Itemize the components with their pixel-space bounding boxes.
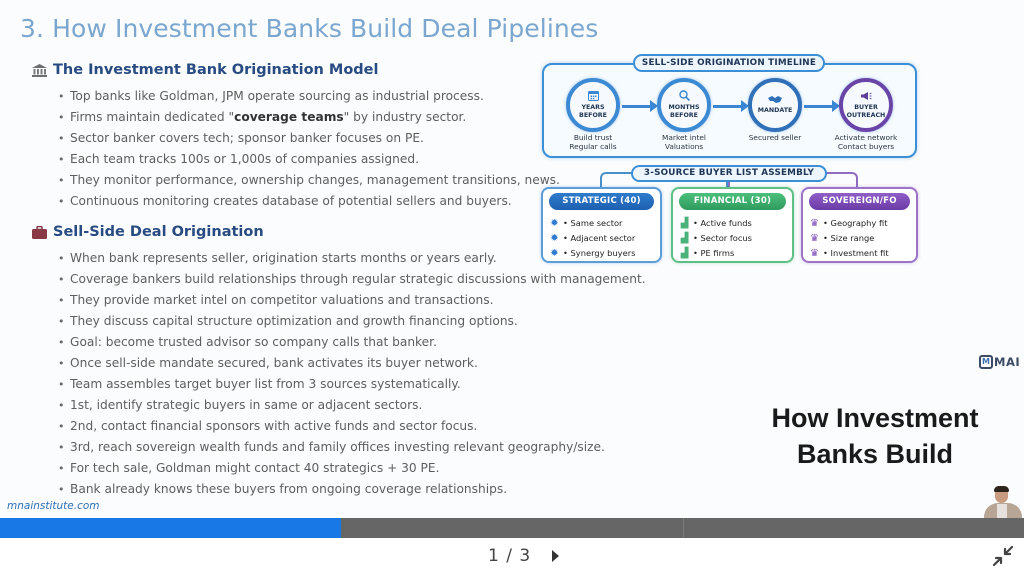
page-title: 3. How Investment Banks Build Deal Pipel… — [20, 14, 599, 43]
timeline-caption: Market intel Valuations — [662, 133, 706, 151]
video-title: How Investment Banks Build — [771, 403, 979, 469]
source-item: ♛• Investment fit — [810, 248, 889, 259]
timeline-step-mandate: MANDATE — [748, 78, 802, 132]
bullet-item: 2nd, contact financial sponsors with act… — [58, 416, 646, 437]
calendar-icon — [587, 90, 599, 104]
logo-mark-icon: M — [979, 355, 993, 369]
bullet-item: Team assembles target buyer list from 3 … — [58, 374, 646, 395]
progress-segment-1[interactable] — [0, 518, 341, 538]
crown-icon: ♛ — [810, 233, 819, 244]
section-heading-origination-model: The Investment Bank Origination Model — [32, 62, 378, 78]
building-icon: ▟ — [680, 233, 689, 244]
website-link: mnainstitute.com — [7, 500, 100, 512]
source-card-title: FINANCIAL (30) — [679, 193, 786, 210]
timeline-step-months-before: MONTHS BEFORE — [657, 78, 711, 132]
source-item: ♛• Size range — [810, 233, 875, 244]
bullet-item: 1st, identify strategic buyers in same o… — [58, 395, 646, 416]
bullet-item: Coverage bankers build relationships thr… — [58, 269, 646, 290]
player-controls: 1 / 3 — [0, 538, 1024, 576]
bullet-item: 3rd, reach sovereign wealth funds and fa… — [58, 437, 646, 458]
bullet-item: They discuss capital structure optimizat… — [58, 311, 646, 332]
timeline-caption: Activate network Contact buyers — [834, 133, 898, 151]
timeline-step-years-before: YEARS BEFORE — [566, 78, 620, 132]
source-card-title: SOVEREIGN/FO — [809, 193, 910, 210]
bullet-item: When bank represents seller, origination… — [58, 248, 646, 269]
gear-icon: ✹ — [550, 233, 559, 244]
section-heading-sell-side: Sell-Side Deal Origination — [32, 224, 264, 240]
source-card-financial: FINANCIAL (30) ▟• Active funds ▟• Sector… — [671, 187, 794, 263]
exit-fullscreen-button[interactable] — [992, 545, 1014, 567]
timeline-caption: Build trust Regular calls — [569, 133, 617, 151]
bullet-item: Bank already knows these buyers from ong… — [58, 479, 646, 500]
building-icon: ▟ — [680, 218, 689, 229]
collapse-arrows-icon — [992, 545, 1014, 567]
source-card-title: STRATEGIC (40) — [549, 193, 654, 210]
crown-icon: ♛ — [810, 218, 819, 229]
assembly-title: 3-SOURCE BUYER LIST ASSEMBLY — [631, 165, 827, 182]
timeline-arrow — [804, 100, 840, 112]
timeline-title: SELL-SIDE ORIGINATION TIMELINE — [633, 54, 825, 72]
magnifier-icon — [678, 90, 690, 104]
bullet-item: Once sell-side mandate secured, bank act… — [58, 353, 646, 374]
bullet-item: Firms maintain dedicated "coverage teams… — [58, 107, 560, 128]
progress-divider — [683, 518, 684, 538]
page-indicator: 1 / 3 — [488, 546, 532, 566]
section-heading-text: Sell-Side Deal Origination — [53, 224, 264, 240]
megaphone-icon — [860, 91, 872, 104]
progress-bar[interactable] — [0, 518, 1024, 538]
timeline-step-buyer-outreach: BUYER OUTREACH — [839, 78, 893, 132]
bullet-item: Top banks like Goldman, JPM operate sour… — [58, 86, 560, 107]
timeline-arrow — [713, 100, 749, 112]
presenter-thumbnail — [982, 486, 1024, 518]
source-item: ▟• Sector focus — [680, 233, 752, 244]
section-heading-text: The Investment Bank Origination Model — [53, 62, 379, 78]
source-card-sovereign: SOVEREIGN/FO ♛• Geography fit ♛• Size ra… — [801, 187, 918, 263]
handshake-icon — [768, 95, 782, 107]
gear-icon: ✹ — [550, 218, 559, 229]
source-item: ✹• Same sector — [550, 218, 623, 229]
source-item: ▟• PE firms — [680, 248, 735, 259]
crown-icon: ♛ — [810, 248, 819, 259]
source-card-strategic: STRATEGIC (40) ✹• Same sector ✹• Adjacen… — [541, 187, 662, 263]
gear-icon: ✹ — [550, 248, 559, 259]
building-icon: ▟ — [680, 248, 689, 259]
source-item: ♛• Geography fit — [810, 218, 888, 229]
slide: 3. How Investment Banks Build Deal Pipel… — [0, 0, 1024, 518]
timeline-arrow — [622, 100, 658, 112]
source-item: ✹• Synergy buyers — [550, 248, 636, 259]
bullet-item: Sector banker covers tech; sponsor banke… — [58, 128, 560, 149]
bullet-item: Each team tracks 100s or 1,000s of compa… — [58, 149, 560, 170]
next-page-button[interactable] — [552, 550, 559, 562]
origination-model-bullets: Top banks like Goldman, JPM operate sour… — [58, 86, 560, 212]
sell-side-bullets: When bank represents seller, origination… — [58, 248, 646, 500]
timeline-caption: Secured seller — [748, 133, 802, 142]
bullet-item: For tech sale, Goldman might contact 40 … — [58, 458, 646, 479]
bank-icon — [32, 63, 47, 77]
bullet-item: Goal: become trusted advisor so company … — [58, 332, 646, 353]
bullet-item: They monitor performance, ownership chan… — [58, 170, 560, 191]
briefcase-icon — [32, 225, 47, 239]
source-item: ✹• Adjacent sector — [550, 233, 636, 244]
bullet-item: Continuous monitoring creates database o… — [58, 191, 560, 212]
brand-logo: M MAI — [979, 355, 1020, 369]
bold-term: coverage teams — [234, 110, 344, 124]
source-item: ▟• Active funds — [680, 218, 752, 229]
bullet-item: They provide market intel on competitor … — [58, 290, 646, 311]
